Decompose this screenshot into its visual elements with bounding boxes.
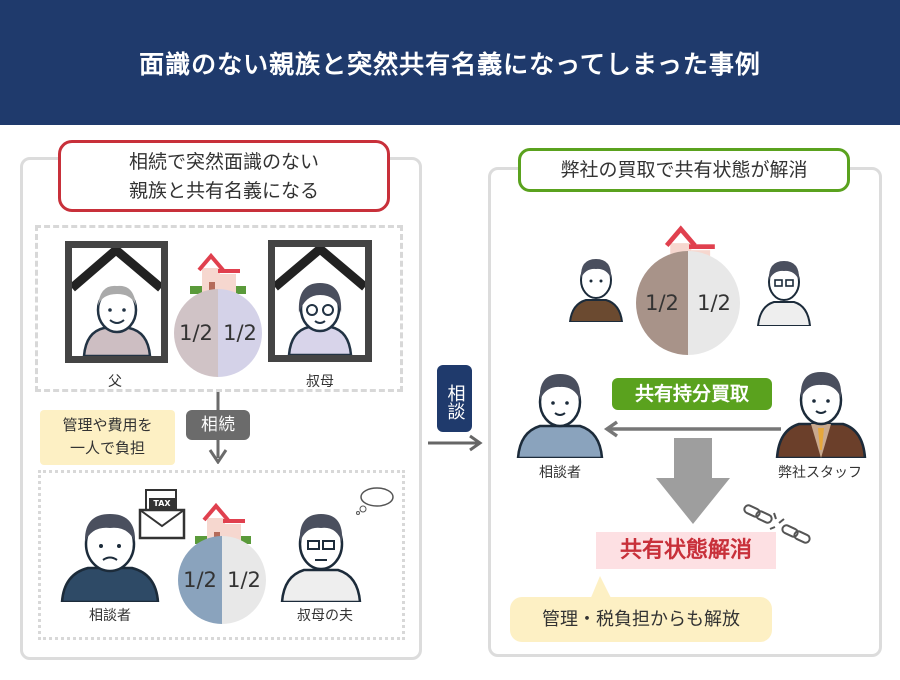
client-worried-person-icon [60, 514, 160, 602]
down-arrow-icon [656, 438, 730, 524]
father-label: 父 [108, 374, 122, 390]
resolved-label: 共有状態解消 [596, 532, 776, 569]
header-banner: 面識のない親族と突然共有名義になってしまった事例 [0, 0, 900, 125]
burden-note-line1: 管理や費用を [62, 416, 153, 434]
share-pie-deceased: 1/2 1/2 [174, 289, 262, 377]
tax-label: TAX [149, 498, 175, 509]
aunt-portrait [268, 240, 372, 362]
share-pie-after: 1/2 1/2 [636, 251, 740, 355]
left-heading-line1: 相続で突然面識のない [128, 151, 319, 173]
house-icon [190, 252, 246, 294]
relief-bubble: 管理・税負担からも解放 [510, 597, 772, 642]
deceased-box [35, 225, 403, 392]
buy-arrow-icon [603, 420, 781, 438]
left-heading-line2: 親族と共有名義になる [128, 180, 319, 202]
burden-note: 管理や費用を 一人で負担 [40, 410, 175, 465]
father-portrait [65, 241, 168, 363]
left-heading: 相続で突然面識のない 親族と共有名義になる [58, 140, 390, 212]
client-label-right: 相談者 [539, 465, 581, 481]
uncle-person-icon [756, 261, 812, 326]
aunt-label: 叔母 [306, 374, 334, 390]
staff-person-icon [775, 372, 867, 458]
share-pie-heirs: 1/2 1/2 [178, 536, 266, 624]
page-title: 面識のない親族と突然共有名義になってしまった事例 [139, 49, 761, 79]
uncle-label: 叔母の夫 [297, 608, 353, 624]
consult-label: 相談 [437, 365, 472, 432]
heirs-box [38, 470, 405, 640]
client-person-icon [568, 259, 624, 322]
consult-arrow-icon [428, 434, 483, 452]
client-label: 相談者 [89, 608, 131, 624]
right-heading: 弊社の買取で共有状態が解消 [518, 148, 850, 192]
bubble-tail [590, 576, 612, 600]
broken-chain-icon [743, 504, 811, 544]
aunt-person-icon [275, 247, 365, 355]
buy-share-label: 共有持分買取 [612, 378, 772, 410]
staff-label: 弊社スタッフ [778, 465, 862, 481]
uncle-person-icon [280, 514, 362, 602]
father-person-icon [72, 248, 161, 356]
inherit-arrow-icon [208, 392, 228, 464]
thought-cloud-icon [356, 487, 394, 515]
burden-note-line2: 一人で負担 [69, 439, 145, 457]
client-person-icon [516, 374, 604, 458]
